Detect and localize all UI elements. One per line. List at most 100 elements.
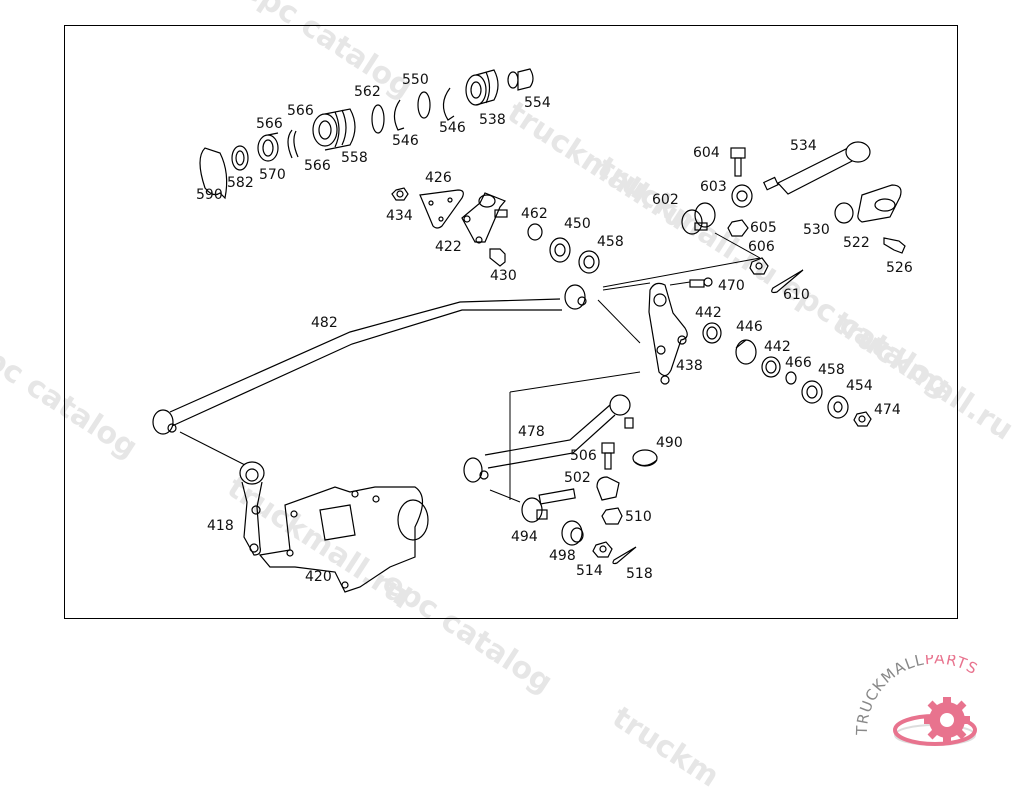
part-422 — [461, 192, 508, 244]
part-450 — [549, 237, 571, 263]
part-label[interactable]: 518 — [626, 566, 653, 582]
part-label[interactable]: 582 — [227, 175, 254, 191]
part-510 — [601, 507, 623, 525]
part-490 — [632, 449, 658, 467]
part-label[interactable]: 454 — [846, 378, 873, 394]
part-442a — [702, 322, 722, 344]
part-label[interactable]: 534 — [790, 138, 817, 154]
part-498 — [561, 520, 584, 546]
part-458b — [801, 380, 823, 404]
part-label[interactable]: 442 — [764, 339, 791, 355]
part-438-arm — [648, 282, 688, 385]
part-494 — [521, 488, 576, 523]
part-462 — [527, 223, 543, 241]
part-label[interactable]: 602 — [652, 192, 679, 208]
part-446 — [735, 339, 757, 365]
parts-drawing — [152, 68, 906, 593]
part-label[interactable]: 494 — [511, 529, 538, 545]
part-label[interactable]: 442 — [695, 305, 722, 321]
part-label[interactable]: 610 — [783, 287, 810, 303]
part-474 — [853, 411, 872, 427]
part-534 — [762, 141, 871, 195]
part-label[interactable]: 458 — [597, 234, 624, 250]
part-558 — [312, 108, 356, 151]
leader-lines — [179, 232, 761, 503]
part-546b — [442, 87, 455, 121]
gear-icon — [893, 697, 977, 746]
part-label[interactable]: 522 — [843, 235, 870, 251]
part-label[interactable]: 526 — [886, 260, 913, 276]
part-label[interactable]: 418 — [207, 518, 234, 534]
part-label[interactable]: 422 — [435, 239, 462, 255]
part-label[interactable]: 605 — [750, 220, 777, 236]
part-530 — [834, 202, 854, 224]
part-label[interactable]: 604 — [693, 145, 720, 161]
part-606 — [749, 257, 769, 275]
part-502 — [596, 476, 620, 501]
part-label[interactable]: 490 — [656, 435, 683, 451]
part-label[interactable]: 506 — [570, 448, 597, 464]
part-label[interactable]: 550 — [402, 72, 429, 88]
part-526 — [883, 237, 906, 254]
part-label[interactable]: 566 — [287, 103, 314, 119]
part-434 — [391, 187, 409, 201]
part-430 — [489, 248, 506, 267]
part-420-bracket — [258, 486, 429, 593]
part-426 — [419, 189, 464, 229]
part-478-drag-link — [463, 394, 634, 483]
part-506 — [601, 442, 615, 470]
part-546a — [393, 99, 405, 131]
part-label[interactable]: 530 — [803, 222, 830, 238]
part-label[interactable]: 570 — [259, 167, 286, 183]
part-label[interactable]: 420 — [305, 569, 332, 585]
part-label[interactable]: 482 — [311, 315, 338, 331]
part-label[interactable]: 558 — [341, 150, 368, 166]
part-label[interactable]: 478 — [518, 424, 545, 440]
part-label[interactable]: 590 — [196, 187, 223, 203]
part-label[interactable]: 514 — [576, 563, 603, 579]
part-label[interactable]: 502 — [564, 470, 591, 486]
diagram-frame — [64, 25, 958, 619]
part-522 — [857, 184, 902, 223]
part-label[interactable]: 438 — [676, 358, 703, 374]
part-label[interactable]: 474 — [874, 402, 901, 418]
part-514 — [592, 541, 613, 558]
part-562 — [371, 104, 385, 134]
part-605 — [727, 219, 749, 237]
part-482-tie-rod — [152, 284, 587, 435]
part-label[interactable]: 430 — [490, 268, 517, 284]
part-442b — [761, 356, 781, 378]
part-418-arm — [239, 461, 265, 556]
part-label[interactable]: 566 — [304, 158, 331, 174]
part-458a — [578, 250, 600, 274]
part-554 — [507, 68, 534, 91]
part-label[interactable]: 458 — [818, 362, 845, 378]
part-label[interactable]: 426 — [425, 170, 452, 186]
part-label[interactable]: 603 — [700, 179, 727, 195]
part-518 — [612, 546, 637, 565]
part-466 — [785, 371, 797, 385]
part-label[interactable]: 546 — [439, 120, 466, 136]
part-label[interactable]: 538 — [479, 112, 506, 128]
part-470 — [689, 277, 713, 288]
part-550 — [417, 91, 431, 119]
part-label[interactable]: 446 — [736, 319, 763, 335]
part-label[interactable]: 470 — [718, 278, 745, 294]
part-label[interactable]: 434 — [386, 208, 413, 224]
part-label[interactable]: 466 — [785, 355, 812, 371]
part-label[interactable]: 554 — [524, 95, 551, 111]
part-604 — [730, 147, 746, 177]
part-label[interactable]: 562 — [354, 84, 381, 100]
part-label[interactable]: 606 — [748, 239, 775, 255]
part-label[interactable]: 462 — [521, 206, 548, 222]
part-590 — [199, 147, 228, 200]
part-566-ring — [287, 129, 299, 159]
part-label[interactable]: 510 — [625, 509, 652, 525]
part-602 — [681, 202, 716, 235]
part-610 — [771, 269, 804, 294]
part-label[interactable]: 566 — [256, 116, 283, 132]
part-454 — [827, 395, 849, 419]
part-label[interactable]: 498 — [549, 548, 576, 564]
part-label[interactable]: 546 — [392, 133, 419, 149]
part-label[interactable]: 450 — [564, 216, 591, 232]
